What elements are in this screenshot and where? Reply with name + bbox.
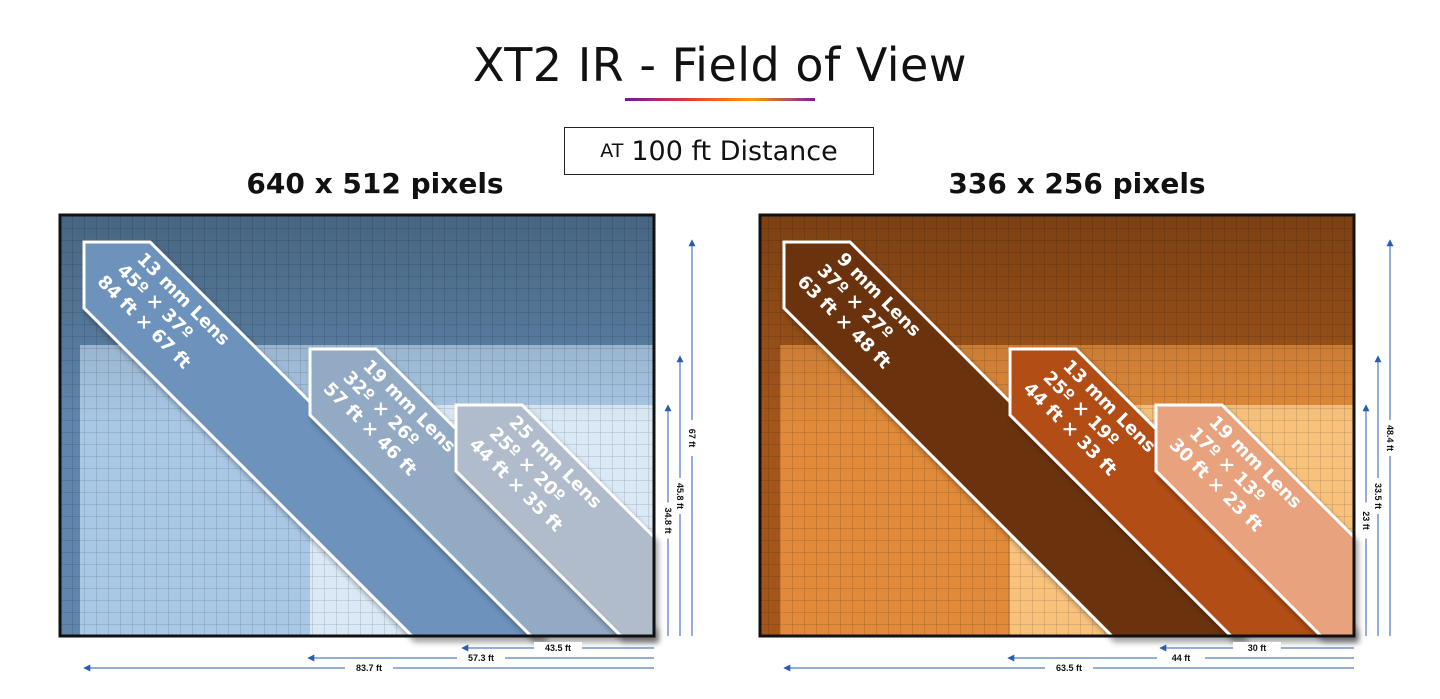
- horizontal-dim-label: 43.5 ft: [545, 643, 571, 653]
- vertical-dim-label: 33.5 ft: [1373, 483, 1383, 509]
- vertical-dim-label: 48.4 ft: [1385, 425, 1395, 451]
- vertical-dim-label: 45.8 ft: [675, 483, 685, 509]
- resolution-left: 640 x 512 pixels: [246, 167, 504, 200]
- horizontal-dim-label: 83.7 ft: [356, 663, 382, 673]
- panel-border: [58, 213, 656, 638]
- panel-border: [758, 213, 1356, 638]
- page-title: XT2 IR - Field of View: [473, 38, 967, 92]
- distance-prefix: AT: [600, 140, 624, 162]
- distance-box: AT 100 ft Distance: [564, 127, 874, 175]
- vertical-dim-label: 67 ft: [687, 429, 697, 448]
- horizontal-dim-label: 57.3 ft: [468, 653, 494, 663]
- vertical-dim-label: 23 ft: [1361, 511, 1371, 530]
- title-underline: [625, 98, 815, 101]
- horizontal-dim-label: 63.5 ft: [1056, 663, 1082, 673]
- distance-value: 100 ft Distance: [631, 135, 838, 167]
- vertical-dim-label: 34.8 ft: [663, 507, 673, 533]
- resolution-right: 336 x 256 pixels: [948, 167, 1206, 200]
- horizontal-dim-label: 44 ft: [1172, 653, 1191, 663]
- horizontal-dim-label: 30 ft: [1248, 643, 1267, 653]
